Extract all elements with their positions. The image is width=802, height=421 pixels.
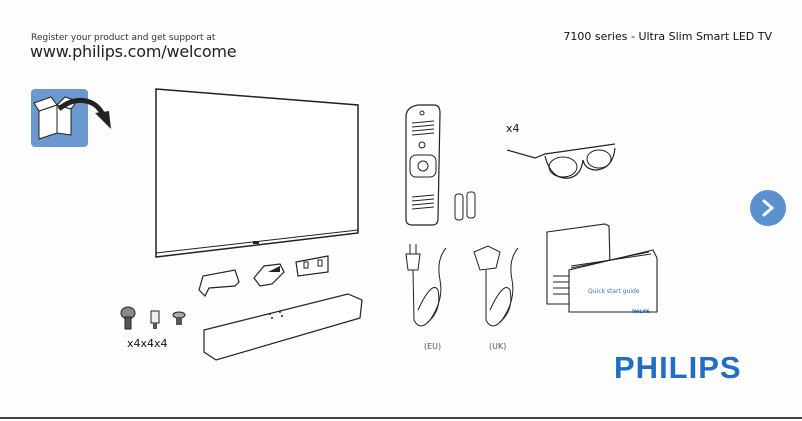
- power-cord-eu-label: (EU): [424, 342, 442, 351]
- page-divider: [0, 417, 802, 419]
- wall-mount-plate-illustration: [295, 255, 329, 277]
- register-url[interactable]: www.philips.com/welcome: [30, 42, 237, 61]
- screws-illustration: [120, 306, 186, 330]
- next-page-button[interactable]: [750, 190, 786, 226]
- 3d-glasses-illustration: [506, 143, 616, 179]
- power-cord-uk-illustration: [473, 245, 519, 327]
- chevron-right-icon: [762, 199, 775, 217]
- philips-logo: PHILIPS: [614, 350, 742, 385]
- aaa-batteries-illustration: [454, 191, 476, 221]
- glasses-quantity: x4: [506, 122, 520, 135]
- manual-booklet-illustration: [546, 223, 658, 313]
- tv-illustration: [155, 88, 359, 258]
- screws-quantity: x4x4x4: [127, 337, 168, 350]
- power-cord-uk-label: (UK): [489, 342, 507, 351]
- quick-start-guide-brand: PHILIPS: [632, 309, 650, 314]
- series-title: 7100 series - Ultra Slim Smart LED TV: [563, 30, 772, 43]
- stand-bracket-illustration: [198, 269, 240, 298]
- stand-base-illustration: [203, 293, 363, 361]
- register-text: Register your product and get support at: [31, 33, 216, 43]
- remote-control-illustration: [405, 104, 441, 226]
- power-cord-eu-illustration: [405, 244, 447, 327]
- quick-start-guide-label: Quick start guide: [588, 288, 640, 295]
- stand-neck-illustration: [253, 263, 285, 287]
- open-box-arrow-icon: [33, 96, 111, 140]
